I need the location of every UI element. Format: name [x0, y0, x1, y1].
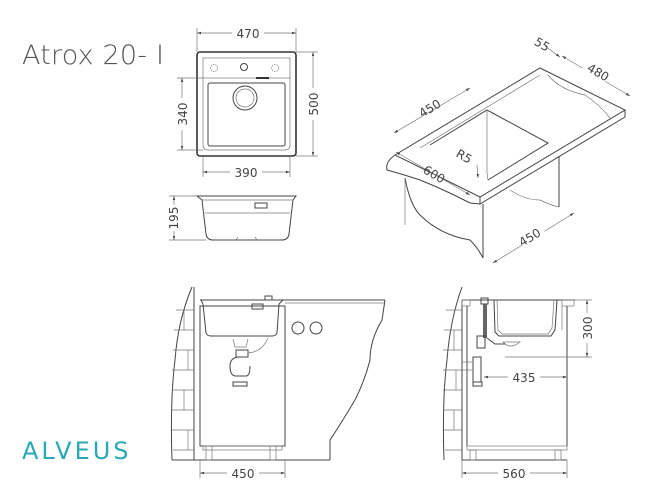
side-profile-view: 195 [166, 195, 297, 241]
isometric-view: 450 600 R5 55 480 450 [386, 35, 631, 264]
top-view: 470 500 340 390 [174, 25, 321, 180]
dim-iso-r5: R5 [454, 146, 475, 166]
dim-side-300: 300 [581, 317, 595, 340]
dim-depth-195: 195 [167, 207, 181, 230]
dim-height-500: 500 [307, 93, 321, 116]
dim-iso-600: 600 [421, 163, 448, 187]
dim-bowl-340: 340 [176, 103, 190, 126]
dim-iso-450-top: 450 [417, 97, 444, 121]
dim-width-470: 470 [237, 27, 260, 41]
product-title: Atrox 20- I [22, 40, 165, 71]
front-install-view: 450 [170, 286, 386, 481]
dim-side-435: 435 [513, 371, 536, 385]
dim-front-450: 450 [232, 467, 255, 481]
dim-iso-480: 480 [585, 61, 612, 85]
dim-iso-55: 55 [532, 35, 552, 55]
side-install-view: 300 435 560 [442, 286, 595, 481]
dim-bowl-390: 390 [235, 166, 258, 180]
dim-side-560: 560 [503, 467, 526, 481]
brand-logo: ALVEUS [22, 437, 132, 465]
